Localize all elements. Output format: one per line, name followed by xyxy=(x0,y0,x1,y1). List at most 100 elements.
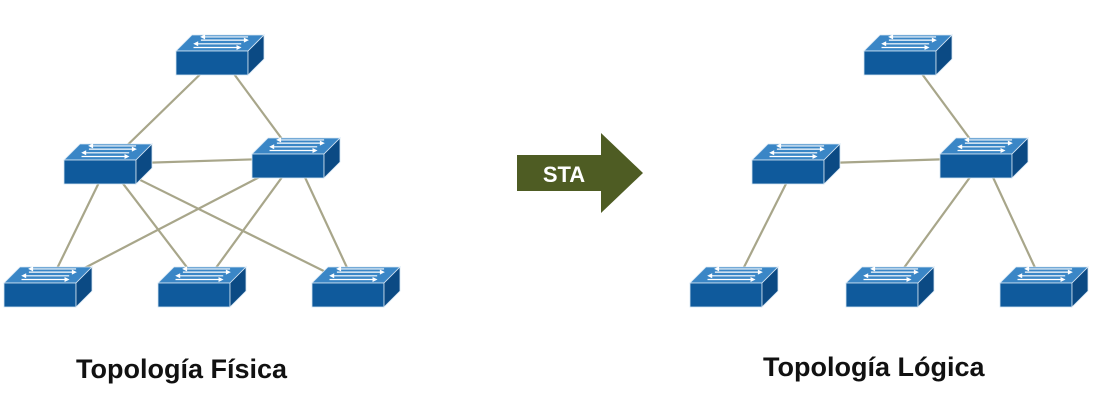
switch-arrow-head xyxy=(28,266,34,272)
switch-arrow-head xyxy=(881,41,887,47)
switch-arrow-head xyxy=(888,34,894,40)
physical-topology-switches xyxy=(3,34,401,308)
switch-arrow-head xyxy=(64,276,70,282)
physical-switch-bottom-center-front-face xyxy=(157,282,231,308)
switch-arrow-head xyxy=(81,150,87,156)
switch-arrow-head xyxy=(88,143,94,149)
physical-switch-bottom-center-side-face xyxy=(229,266,247,308)
switch-arrow-head xyxy=(182,266,188,272)
physical-link-mid-left-to-bottom-right xyxy=(107,163,357,288)
switch-arrow-head xyxy=(336,266,342,272)
switch-arrows-icon xyxy=(175,266,231,282)
logical-link-mid-left-to-bottom-left xyxy=(733,163,797,288)
switch-arrow-head xyxy=(269,144,275,150)
switch-arrow-head xyxy=(124,153,130,159)
physical-switch-mid-left xyxy=(63,143,153,185)
switch-arrow-head xyxy=(131,146,137,152)
switch-arrow-head xyxy=(1017,273,1023,279)
physical-switch-mid-right-front-face xyxy=(251,153,325,179)
logical-link-mid-right-to-bottom-right xyxy=(983,157,1045,288)
switch-arrow-head xyxy=(863,273,869,279)
physical-switch-bottom-left-side-face xyxy=(75,266,93,308)
logical-switch-bottom-left-front-face xyxy=(689,282,763,308)
physical-switch-bottom-right xyxy=(311,266,401,308)
switch-arrow-head xyxy=(1000,147,1006,153)
physical-link-mid-right-to-bottom-center xyxy=(201,157,297,288)
switch-arrow-head xyxy=(769,150,775,156)
physical-link-mid-left-to-bottom-left xyxy=(47,163,109,288)
switch-arrow-head xyxy=(372,276,378,282)
switch-arrow-head xyxy=(1024,266,1030,272)
switch-arrows-icon xyxy=(707,266,763,282)
physical-topology-caption: Topología Física xyxy=(76,354,288,384)
switch-arrow-head xyxy=(906,276,912,282)
physical-switch-bottom-right-side-face xyxy=(383,266,401,308)
physical-switch-mid-left-side-face xyxy=(135,143,153,185)
logical-switch-mid-left-side-face xyxy=(823,143,841,185)
switch-arrow-head xyxy=(276,137,282,143)
switch-arrow-head xyxy=(1007,140,1013,146)
logical-switch-top xyxy=(863,34,953,76)
switch-arrow-head xyxy=(225,269,231,275)
switch-arrow-head xyxy=(913,269,919,275)
logical-topology-switches xyxy=(689,34,1089,308)
switch-arrows-icon xyxy=(193,34,249,50)
switch-arrow-head xyxy=(931,37,937,43)
switch-arrow-head xyxy=(1060,276,1066,282)
logical-switch-bottom-right-front-face xyxy=(999,282,1073,308)
physical-switch-mid-left-front-face xyxy=(63,159,137,185)
physical-switch-bottom-right-front-face xyxy=(311,282,385,308)
switch-arrow-head xyxy=(71,269,77,275)
logical-switch-mid-left xyxy=(751,143,841,185)
switch-arrow-head xyxy=(776,143,782,149)
switch-arrows-icon xyxy=(881,34,937,50)
physical-switch-mid-right xyxy=(251,137,341,179)
physical-switch-bottom-left xyxy=(3,266,93,308)
physical-switch-top-side-face xyxy=(247,34,265,76)
switch-arrow-head xyxy=(312,147,318,153)
switch-arrow-head xyxy=(329,273,335,279)
sta-arrow-shape xyxy=(517,133,643,213)
switch-arrow-head xyxy=(1067,269,1073,275)
logical-switch-bottom-right xyxy=(999,266,1089,308)
physical-link-mid-right-to-bottom-right xyxy=(295,157,357,288)
switch-arrow-head xyxy=(819,146,825,152)
switch-arrow-head xyxy=(236,44,242,50)
logical-switch-bottom-left-side-face xyxy=(761,266,779,308)
physical-link-mid-left-to-bottom-center xyxy=(107,163,203,288)
switch-arrow-head xyxy=(964,137,970,143)
switch-arrow-head xyxy=(870,266,876,272)
switch-arrow-head xyxy=(757,269,763,275)
logical-switch-mid-right-side-face xyxy=(1011,137,1029,179)
switch-arrow-head xyxy=(21,273,27,279)
logical-switch-top-side-face xyxy=(935,34,953,76)
switch-arrows-icon xyxy=(269,137,325,153)
switch-arrow-head xyxy=(175,273,181,279)
physical-switch-top xyxy=(175,34,265,76)
logical-switch-top-front-face xyxy=(863,50,937,76)
logical-switch-bottom-center xyxy=(845,266,935,308)
switch-arrow-head xyxy=(707,273,713,279)
logical-switch-bottom-left xyxy=(689,266,779,308)
logical-switch-mid-left-front-face xyxy=(751,159,825,185)
switch-arrow-head xyxy=(957,144,963,150)
physical-switch-mid-right-side-face xyxy=(323,137,341,179)
switch-arrows-icon xyxy=(769,143,825,159)
switch-arrow-head xyxy=(193,41,199,47)
switch-arrow-head xyxy=(812,153,818,159)
physical-switch-top-front-face xyxy=(175,50,249,76)
switch-arrow-head xyxy=(379,269,385,275)
switch-arrow-head xyxy=(200,34,206,40)
logical-switch-bottom-center-side-face xyxy=(917,266,935,308)
switch-arrows-icon xyxy=(957,137,1013,153)
logical-switch-bottom-center-front-face xyxy=(845,282,919,308)
sta-arrow-label: STA xyxy=(543,162,585,187)
switch-arrows-icon xyxy=(1017,266,1073,282)
switch-arrow-head xyxy=(924,44,930,50)
logical-switch-bottom-right-side-face xyxy=(1071,266,1089,308)
logical-link-mid-right-to-bottom-center xyxy=(889,157,985,288)
switch-arrow-head xyxy=(319,140,325,146)
switch-arrows-icon xyxy=(329,266,385,282)
physical-switch-bottom-left-front-face xyxy=(3,282,77,308)
